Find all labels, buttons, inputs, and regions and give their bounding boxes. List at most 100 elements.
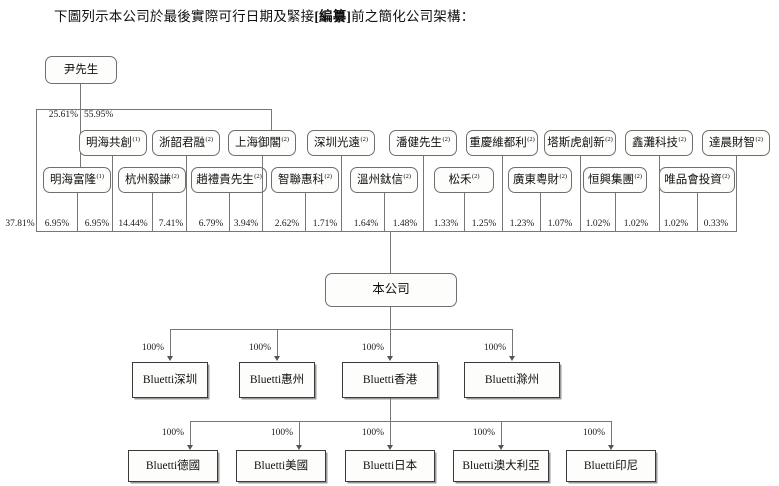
footnote-marker: (2) bbox=[678, 136, 687, 144]
footnote-marker: (1) bbox=[96, 173, 105, 181]
footnote-marker: (2) bbox=[205, 136, 214, 144]
connector-lower-6 bbox=[464, 193, 465, 231]
node-subsidiary-tier1-4: Bluetti滁州 bbox=[464, 362, 560, 398]
connector-tier2-drop-5 bbox=[611, 421, 612, 445]
node-shareholder-upper-6: 重慶維都利(2) bbox=[466, 130, 538, 156]
node-subsidiary-tier1-1: Bluetti深圳 bbox=[132, 362, 208, 398]
node-shareholder-upper-4: 深圳光遠(2) bbox=[307, 130, 375, 156]
pct-shareholder-14: 1.23% bbox=[509, 219, 535, 229]
connector-lower-2 bbox=[152, 193, 153, 231]
pct-shareholder-6: 6.79% bbox=[198, 219, 224, 229]
connector-tier2-drop-1 bbox=[190, 421, 191, 445]
pct-tier2-1: 100% bbox=[161, 428, 184, 438]
connector-tier1-bus bbox=[170, 329, 512, 330]
pct-shareholder-15: 1.07% bbox=[547, 219, 573, 229]
node-label: 杭州毅謙(2) bbox=[124, 173, 180, 186]
arrowhead-tier2-5 bbox=[608, 445, 614, 450]
caption-pre: 下圖列示本公司於最後實際可行日期及緊接 bbox=[54, 9, 315, 24]
footnote-marker: (2) bbox=[403, 173, 412, 181]
arrowhead-tier2-3 bbox=[387, 445, 393, 450]
node-shareholder-upper-1: 明海共創(1) bbox=[79, 130, 147, 156]
node-label: 深圳光遠(2) bbox=[313, 136, 369, 149]
arrowhead-tier1-1 bbox=[167, 356, 173, 361]
node-shareholder-upper-5: 潘健先生(2) bbox=[389, 130, 457, 156]
connector-bus-to-company bbox=[390, 231, 391, 273]
node-label: 重慶維都利(2) bbox=[469, 136, 535, 149]
connector-tier2-drop-2 bbox=[299, 421, 300, 445]
node-label: 唯品會投資(2) bbox=[664, 173, 730, 186]
connector-lower-3 bbox=[229, 193, 230, 231]
arrowhead-tier2-1 bbox=[187, 445, 193, 450]
pct-shareholder-9: 1.71% bbox=[312, 219, 338, 229]
pct-shareholder-11: 1.48% bbox=[392, 219, 418, 229]
arrowhead-tier1-3 bbox=[387, 356, 393, 361]
connector-tier1-drop-3 bbox=[390, 329, 391, 356]
connector-lower-9 bbox=[697, 193, 698, 231]
connector-company-stem bbox=[390, 307, 391, 329]
node-label: Bluetti惠州 bbox=[249, 373, 305, 386]
pct-shareholder-13: 1.25% bbox=[471, 219, 497, 229]
node-label: 浙韶君融(2) bbox=[158, 136, 214, 149]
pct-tier2-3: 100% bbox=[361, 428, 384, 438]
pct-shareholder-7: 3.94% bbox=[233, 219, 259, 229]
node-shareholder-upper-2: 浙韶君融(2) bbox=[152, 130, 220, 156]
arrowhead-tier2-2 bbox=[296, 445, 302, 450]
node-root-person: 尹先生 bbox=[45, 56, 117, 84]
node-shareholder-lower-2: 杭州毅謙(2) bbox=[118, 167, 186, 193]
node-subsidiary-tier1-3: Bluetti香港 bbox=[342, 362, 438, 398]
node-label: 達晨財智(2) bbox=[708, 136, 764, 149]
pct-tier2-5: 100% bbox=[582, 428, 605, 438]
connector-upper-9 bbox=[736, 156, 737, 231]
node-label: 鑫灘科技(2) bbox=[631, 136, 687, 149]
connector-tier1-drop-1 bbox=[170, 329, 171, 356]
footnote-marker: (1) bbox=[132, 136, 141, 144]
connector-left-rail bbox=[36, 109, 37, 231]
node-label: Bluetti德國 bbox=[145, 459, 201, 472]
node-label: Bluetti日本 bbox=[362, 459, 418, 472]
arrowhead-tier1-2 bbox=[274, 356, 280, 361]
node-shareholder-lower-3: 趙禮貴先生(2) bbox=[191, 167, 267, 193]
connector-lower-8 bbox=[615, 193, 616, 231]
connector-upper-6 bbox=[502, 156, 503, 231]
node-label: 智聯惠科(2) bbox=[277, 173, 333, 186]
footnote-marker: (2) bbox=[360, 136, 369, 144]
connector-lower-4 bbox=[305, 193, 306, 231]
arrowhead-tier2-4 bbox=[498, 445, 504, 450]
footnote-marker: (2) bbox=[634, 173, 643, 181]
connector-root-stem bbox=[80, 84, 81, 109]
pct-shareholder-19: 0.33% bbox=[703, 219, 729, 229]
footnote-marker: (2) bbox=[471, 173, 480, 181]
pct-shareholder-8: 2.62% bbox=[274, 219, 300, 229]
footnote-marker: (2) bbox=[324, 173, 333, 181]
connector-tier2-drop-4 bbox=[501, 421, 502, 445]
connector-shareholder-bus bbox=[36, 231, 737, 232]
node-label: 趙禮貴先生(2) bbox=[196, 173, 262, 186]
arrowhead-tier1-4 bbox=[509, 356, 515, 361]
node-label: 恒興集團(2) bbox=[587, 173, 643, 186]
node-label: 溫州鈦信(2) bbox=[356, 173, 412, 186]
connector-upper-3 bbox=[262, 156, 263, 231]
node-subsidiary-tier2-1: Bluetti德國 bbox=[128, 450, 218, 482]
pct-shareholder-18: 1.02% bbox=[663, 219, 689, 229]
pct-tier2-4: 100% bbox=[472, 428, 495, 438]
footnote-marker: (2) bbox=[722, 173, 730, 181]
node-label: Bluetti香港 bbox=[362, 373, 418, 386]
node-label: 塔斯虎創新(2) bbox=[547, 136, 613, 149]
node-shareholder-lower-5: 溫州鈦信(2) bbox=[350, 167, 418, 193]
connector-upper-1 bbox=[112, 156, 113, 231]
node-shareholder-lower-7: 廣東粵財(2) bbox=[508, 167, 572, 193]
connector-tier1-drop-2 bbox=[277, 329, 278, 356]
node-label: Bluetti澳大利亞 bbox=[462, 459, 540, 472]
pct-root-25: 25.61% bbox=[48, 110, 78, 120]
node-shareholder-lower-9: 唯品會投資(2) bbox=[659, 167, 735, 193]
connector-tier2-bus bbox=[190, 421, 611, 422]
node-label: Bluetti滁州 bbox=[484, 373, 540, 386]
caption-post: 前之簡化公司架構： bbox=[351, 9, 475, 24]
pct-root-55: 55.95% bbox=[84, 110, 114, 120]
node-label: Bluetti深圳 bbox=[142, 373, 198, 386]
connector-upper-5 bbox=[423, 156, 424, 231]
pct-tier1-4: 100% bbox=[483, 343, 506, 353]
connector-upper-7 bbox=[580, 156, 581, 231]
connector-leg-55 bbox=[271, 109, 272, 132]
